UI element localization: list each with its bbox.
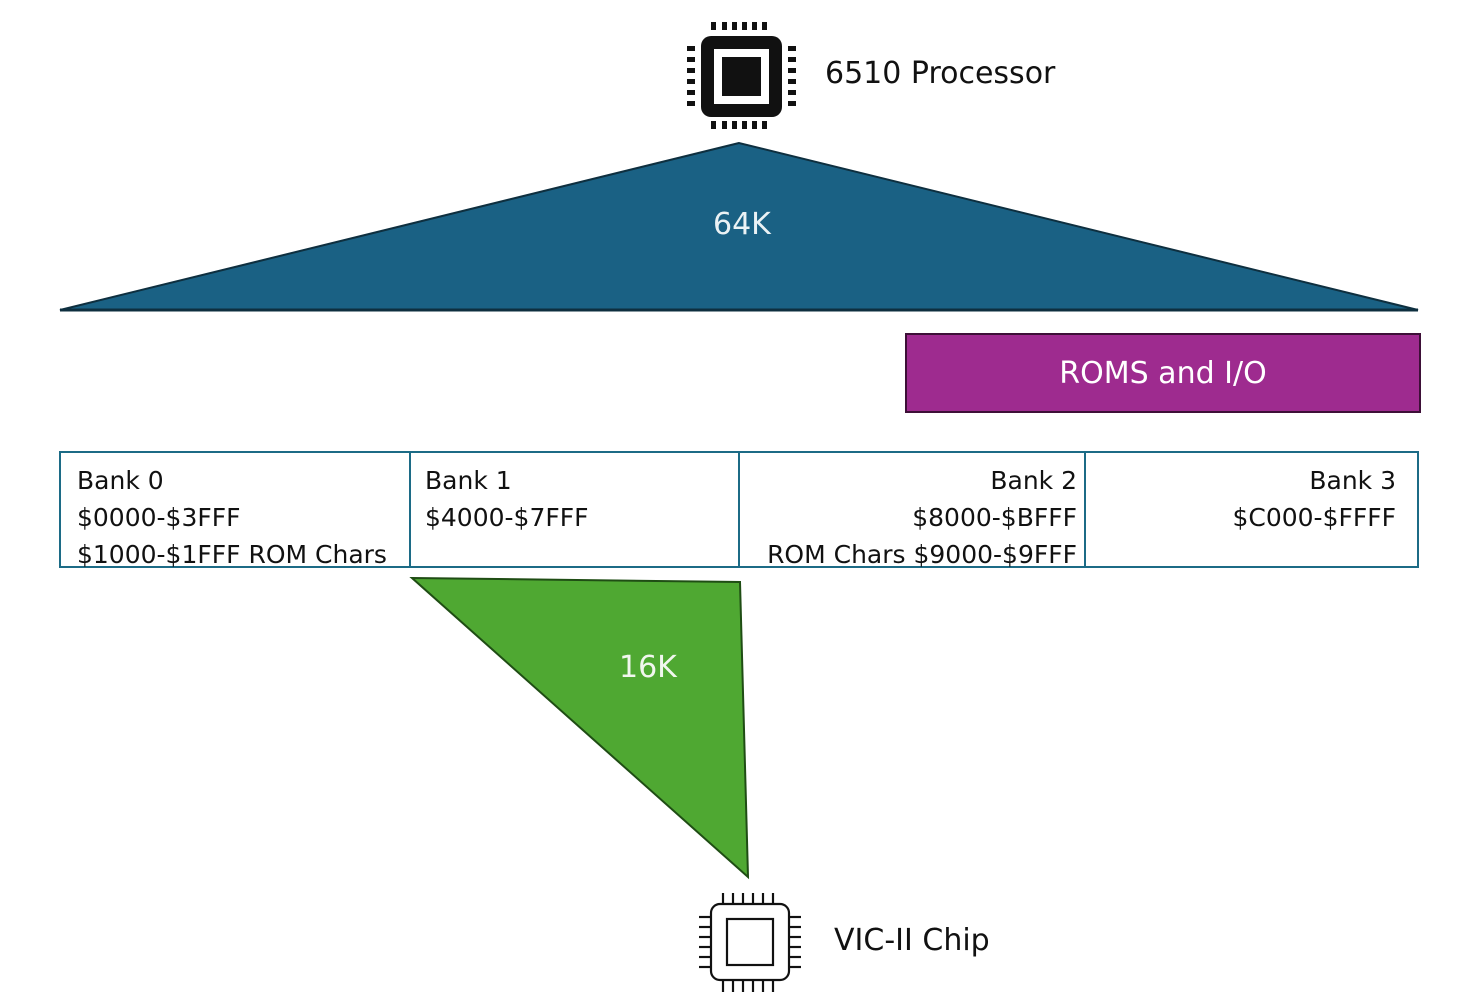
address-space-label: 64K: [713, 207, 771, 242]
bank-name: Bank 3: [1309, 466, 1396, 495]
vic-window-triangle: [409, 576, 750, 880]
memory-banks-table: Bank 0 $0000-$3FFF $1000-$1FFF ROM Chars…: [59, 451, 1419, 569]
bank-range: $0000-$3FFF: [77, 503, 241, 532]
roms-io-label: ROMS and I/O: [1059, 355, 1267, 391]
roms-io-box: ROMS and I/O: [905, 333, 1421, 413]
bank-note: ROM Chars $9000-$9FFF: [767, 540, 1077, 569]
processor-chip-icon: [687, 22, 796, 129]
bank-note: $1000-$1FFF ROM Chars: [77, 540, 387, 569]
vic-window-label: 16K: [619, 650, 677, 685]
vic-label: VIC-II Chip: [834, 923, 990, 958]
bank-2-cell: Bank 2 $8000-$BFFF ROM Chars $9000-$9FFF: [740, 453, 1086, 569]
bank-range: $C000-$FFFF: [1232, 503, 1396, 532]
bank-name: Bank 1: [425, 466, 512, 495]
bank-name: Bank 2: [990, 466, 1077, 495]
bank-range: $4000-$7FFF: [425, 503, 589, 532]
bank-3-cell: Bank 3 $C000-$FFFF: [1086, 453, 1417, 566]
processor-label: 6510 Processor: [825, 56, 1056, 91]
bank-range: $8000-$BFFF: [912, 503, 1077, 532]
bank-1-cell: Bank 1 $4000-$7FFF: [411, 453, 740, 566]
bank-0-cell: Bank 0 $0000-$3FFF $1000-$1FFF ROM Chars: [61, 453, 411, 569]
vic-chip-icon: [699, 893, 801, 992]
bank-name: Bank 0: [77, 466, 164, 495]
